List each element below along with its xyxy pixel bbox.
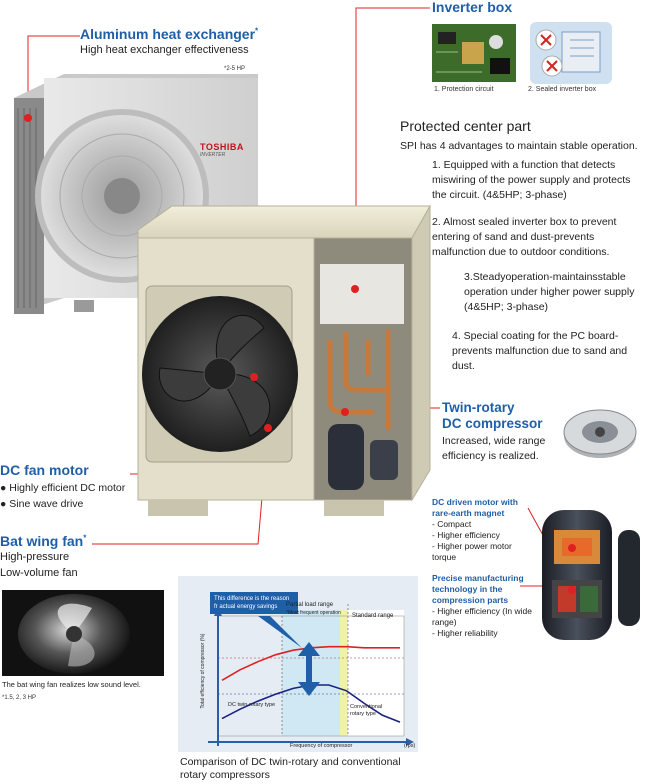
- fanmotor-list: ● Highly efficient DC motor ● Sine wave …: [0, 480, 170, 512]
- front-outdoor-unit: [124, 200, 450, 530]
- dcmotor-callout: DC driven motor with rare-earth magnet -…: [432, 497, 532, 563]
- chart-xlabel: Frequency of compressor: [290, 743, 353, 749]
- batwing-note: *1.5, 2, 3 HP: [2, 695, 37, 701]
- aluminum-note: *2-5 HP: [224, 66, 246, 72]
- precise-item-1: - Higher efficiency (In wide range): [432, 606, 532, 627]
- protection-circuit-caption: 1. Protection circuit: [434, 86, 494, 93]
- brand-sub: INVERTER: [200, 152, 226, 158]
- batwing-title: Bat wing fan: [0, 533, 84, 549]
- precise-title: Precise manufacturing technology in the …: [432, 573, 524, 605]
- sealed-box-caption: 2. Sealed inverter box: [528, 86, 597, 93]
- precise-callout: Precise manufacturing technology in the …: [432, 573, 536, 639]
- compressor-cutaway-image: [532, 500, 644, 646]
- aluminum-title: Aluminum heat exchanger: [80, 26, 256, 42]
- dcmotor-item-1: - Compact: [432, 519, 472, 529]
- compressor-rotor-image: [560, 402, 640, 462]
- marker-inverter-dot: [351, 285, 359, 293]
- chart-caption: Comparison of DC twin-rotary and convent…: [180, 756, 401, 781]
- protected-point-3: 3.Steadyoperation-maintainsstable operat…: [464, 271, 635, 313]
- precise-item-2: - Higher reliability: [432, 628, 498, 638]
- partial-range-sub: *Most frequent operation: [286, 610, 341, 616]
- batwing-star: *: [83, 533, 87, 543]
- aluminum-desc: High heat exchanger effectiveness: [80, 44, 249, 56]
- dcmotor-item-3: - Higher power motor torque: [432, 541, 512, 562]
- inverter-title: Inverter box: [432, 0, 513, 15]
- batwing-line-2: Low-volume fan: [0, 567, 78, 579]
- fanmotor-title: DC fan motor: [0, 462, 89, 478]
- protected-point-1: 1. Equipped with a function that detects…: [432, 159, 631, 201]
- batwing-line-1: High-pressure: [0, 551, 70, 563]
- batwing-caption: The bat wing fan realizes low sound leve…: [2, 680, 141, 689]
- marker-fanmotor-dot: [250, 373, 258, 381]
- protected-point-4: 4. Special coating for the PC board-prev…: [452, 330, 628, 372]
- leader-inverter: [355, 7, 430, 290]
- chart-ylabel: Total efficiency of compressor (%): [200, 633, 206, 709]
- fanmotor-bullet-2: ● Sine wave drive: [0, 498, 84, 510]
- marker-rear-dot: [24, 114, 32, 122]
- protected-heading: Protected center part: [400, 118, 531, 134]
- difference-arrow: [298, 642, 320, 696]
- legend-dc-twin-rotary: DC twin-rotary type: [228, 702, 276, 708]
- standard-range-label: Standard range: [352, 613, 394, 619]
- marker-twin-dot: [341, 408, 349, 416]
- chart-callout: This difference is the reason fr actual …: [210, 592, 298, 614]
- twin-title-2: DC compressor: [442, 416, 543, 431]
- twin-desc: Increased, wide range efficiency is real…: [442, 435, 546, 462]
- twin-callout: Twin-rotary DC compressor Increased, wid…: [442, 400, 582, 464]
- protected-intro: SPI has 4 advantages to maintain stable …: [400, 140, 638, 152]
- aluminum-star: *: [255, 26, 259, 36]
- twin-title-1: Twin-rotary: [442, 400, 515, 415]
- batwing-callout: Bat wing fan* High-pressure Low-volume f…: [0, 533, 160, 581]
- dcmotor-item-2: - Higher efficiency: [432, 530, 500, 540]
- protected-point-2: 2. Almost sealed inverter box to prevent…: [432, 216, 617, 258]
- partial-range-label: Partial load range: [286, 602, 334, 608]
- leader-aluminum: [27, 35, 80, 118]
- protection-circuit-image: [432, 24, 516, 82]
- dcmotor-title: DC driven motor with rare-earth magnet: [432, 497, 518, 518]
- sealed-box-image: [530, 22, 612, 84]
- fanmotor-bullet-1: ● Highly efficient DC motor: [0, 482, 126, 494]
- brand-name: TOSHIBA: [200, 142, 244, 152]
- marker-batwing-dot: [264, 424, 272, 432]
- aluminum-callout: Aluminum heat exchanger* High heat excha…: [80, 26, 320, 72]
- toshiba-logo: TOSHIBA INVERTER: [200, 142, 260, 158]
- chart-xunit: (rps): [404, 743, 416, 749]
- legend-conventional-rotary: Conventional rotary type: [350, 704, 383, 717]
- fanmotor-callout: DC fan motor ● Highly efficient DC motor…: [0, 462, 170, 512]
- batwing-fan-photo: [2, 590, 164, 676]
